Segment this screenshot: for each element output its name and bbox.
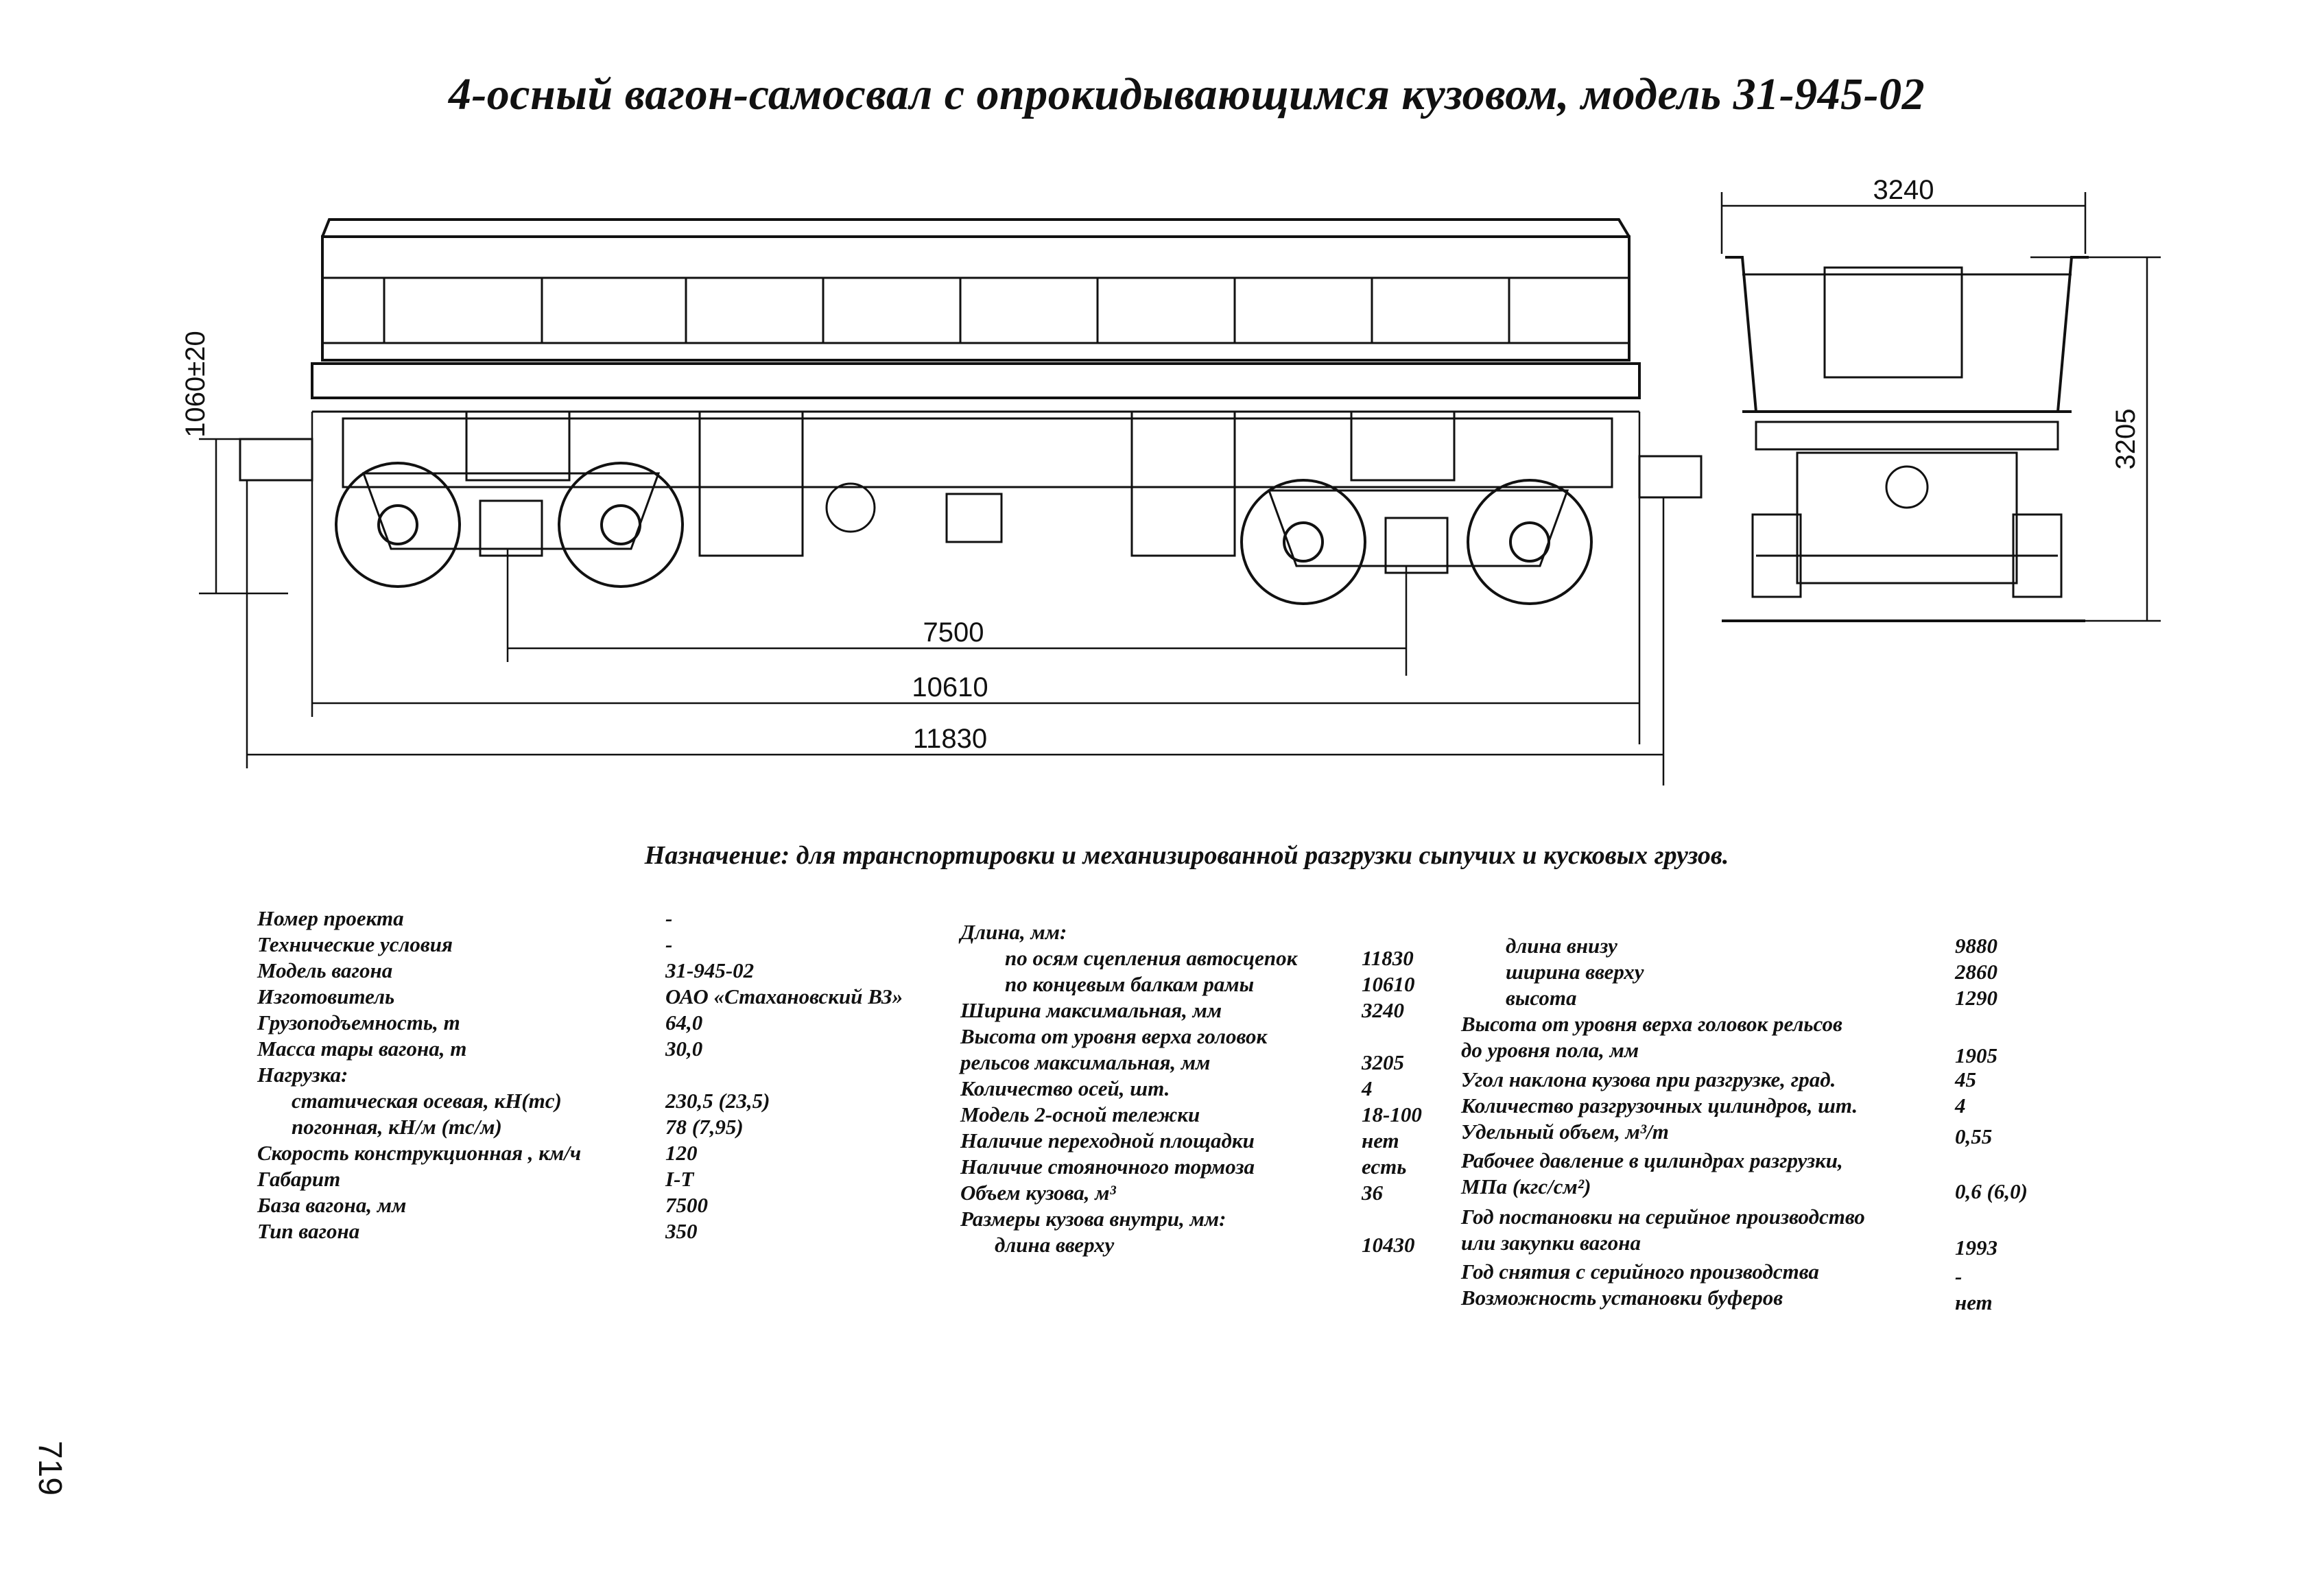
spec-label: Нагрузка: xyxy=(257,1063,348,1087)
dim-width: 3240 xyxy=(1873,175,1934,205)
spec-value: 64,0 xyxy=(665,1011,703,1035)
spec-value: 4 xyxy=(1362,1076,1373,1100)
spec-value: ОАО «Стахановский ВЗ» xyxy=(665,984,903,1008)
spec-value: 30,0 xyxy=(665,1037,703,1061)
spec-label: рельсов максимальная, мм xyxy=(960,1050,1211,1074)
purpose-text: Назначение: для транспортировки и механи… xyxy=(644,841,1729,870)
spec-label: по осям сцепления автосцепок xyxy=(1005,946,1298,970)
dim-frame-length: 10610 xyxy=(912,672,988,702)
spec-label: Габарит xyxy=(257,1167,341,1191)
spec-label: Грузоподъемность, т xyxy=(257,1011,460,1035)
spec-value: 10430 xyxy=(1362,1233,1415,1257)
spec-label: или закупки вагона xyxy=(1461,1231,1641,1255)
dim-base: 7500 xyxy=(923,617,984,648)
specs-column-2: Длина, мм: по осям сцепления автосцепок … xyxy=(960,919,1454,1258)
spec-value: 0,55 xyxy=(1955,1124,1993,1148)
spec-label: Наличие переходной площадки xyxy=(960,1129,1255,1153)
spec-label: Высота от уровня верха головок рельсов xyxy=(1461,1012,1842,1036)
spec-label: высота xyxy=(1506,986,1577,1010)
specs-column-3: длина внизу 9880 ширина вверху 2860 высо… xyxy=(1461,933,2051,1314)
spec-value: есть xyxy=(1362,1155,1407,1179)
spec-value: 4 xyxy=(1955,1094,1966,1118)
spec-value: нет xyxy=(1955,1290,1993,1314)
spec-value: 11830 xyxy=(1362,946,1414,970)
spec-value: - xyxy=(665,906,673,930)
spec-label: Масса тары вагона, т xyxy=(257,1037,467,1061)
spec-label: Размеры кузова внутри, мм: xyxy=(960,1207,1226,1231)
spec-label: ширина вверху xyxy=(1506,960,1644,984)
spec-value: 2860 xyxy=(1955,960,1997,984)
spec-value: 230,5 (23,5) xyxy=(665,1089,770,1113)
spec-label: Ширина максимальная, мм xyxy=(960,998,1222,1022)
spec-value: 36 xyxy=(1362,1181,1383,1205)
spec-value: 9880 xyxy=(1955,934,1997,958)
spec-label: Скорость конструкционная , км/ч xyxy=(257,1141,582,1165)
wagon-body xyxy=(321,235,1631,362)
page-title: 4-осный вагон-самосвал с опрокидывающимс… xyxy=(448,69,1925,119)
spec-value: - xyxy=(1955,1264,1963,1288)
spec-label: Модель 2-осной тележки xyxy=(960,1102,1200,1126)
spec-label: Объем кузова, м³ xyxy=(960,1181,1116,1205)
page-number: 719 xyxy=(32,1441,68,1496)
spec-value: 10610 xyxy=(1362,972,1415,996)
spec-value: I-T xyxy=(665,1167,694,1191)
spec-value: 350 xyxy=(665,1219,698,1243)
spec-label: Возможность установки буферов xyxy=(1461,1286,1783,1310)
spec-label: Рабочее давление в цилиндрах разгрузки, xyxy=(1461,1148,1843,1172)
dim-height: 3205 xyxy=(2111,409,2141,470)
spec-label: База вагона, мм xyxy=(257,1193,407,1217)
spec-label: Технические условия xyxy=(257,932,453,956)
spec-label: Угол наклона кузова при разгрузке, град. xyxy=(1461,1067,1836,1091)
spec-value: 3240 xyxy=(1362,998,1404,1022)
spec-label: по концевым балкам рамы xyxy=(1005,972,1255,996)
spec-label: длина внизу xyxy=(1506,934,1617,958)
spec-value: 1290 xyxy=(1955,986,1997,1010)
spec-label: погонная, кН/м (тс/м) xyxy=(292,1115,502,1139)
spec-value: 1905 xyxy=(1955,1043,1997,1067)
specs-column-1: Номер проекта - Технические условия - Мо… xyxy=(257,906,943,1244)
spec-label: Удельный объем, м³/т xyxy=(1461,1120,1669,1144)
spec-value: нет xyxy=(1362,1129,1399,1153)
dim-coupler-length: 11830 xyxy=(913,724,987,754)
spec-label: Количество разгрузочных цилиндров, шт. xyxy=(1461,1094,1858,1118)
spec-value: 31-945-02 xyxy=(665,958,755,982)
spec-value: 7500 xyxy=(665,1193,708,1217)
spec-label: Наличие стояночного тормоза xyxy=(960,1155,1255,1179)
spec-value: 3205 xyxy=(1362,1050,1404,1074)
spec-value: 0,6 (6,0) xyxy=(1955,1179,2028,1203)
spec-value: - xyxy=(665,932,673,956)
dim-height-deck: 1060±20 xyxy=(180,331,211,437)
spec-value: 78 (7,95) xyxy=(665,1115,744,1139)
spec-label: до уровня пола, мм xyxy=(1461,1038,1639,1062)
spec-label: Тип вагона xyxy=(257,1219,360,1243)
spec-label: МПа (кгс/см²) xyxy=(1461,1174,1591,1198)
spec-label: Длина, мм: xyxy=(960,920,1067,944)
spec-label: Номер проекта xyxy=(257,906,404,930)
spec-label: Количество осей, шт. xyxy=(960,1076,1170,1100)
spec-label: длина вверху xyxy=(995,1233,1115,1257)
spec-value: 18-100 xyxy=(1362,1102,1422,1126)
spec-value: 45 xyxy=(1955,1067,1976,1091)
spec-label: Год снятия с серийного производства xyxy=(1461,1260,1819,1284)
spec-value: 1993 xyxy=(1955,1236,1997,1260)
spec-label: Изготовитель xyxy=(257,984,395,1008)
spec-label: Высота от уровня верха головок xyxy=(960,1024,1268,1048)
spec-label: Год постановки на серийное производство xyxy=(1461,1205,1865,1229)
spec-label: Модель вагона xyxy=(257,958,393,982)
spec-value: 120 xyxy=(665,1141,698,1165)
spec-label: статическая осевая, кН(тс) xyxy=(292,1089,562,1113)
wagon-drawing: 1060±20 7500 10610 11830 3240 3205 xyxy=(180,175,2161,785)
